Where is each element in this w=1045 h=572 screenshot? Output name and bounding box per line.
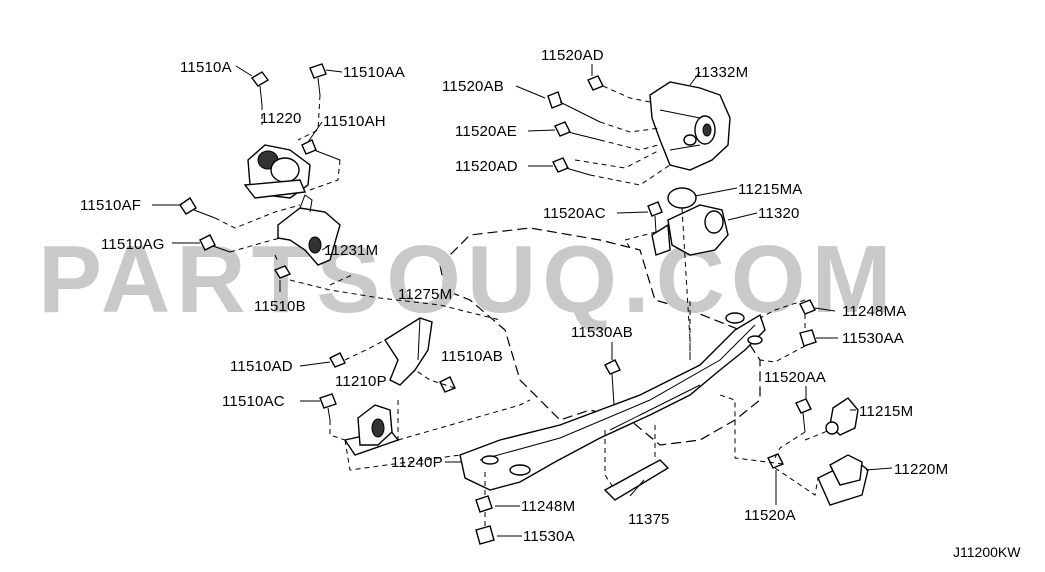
label-11520AD-mid: 11520AD [455,158,518,175]
rear-mount-bracket-11332M [649,81,731,171]
bolt-11510AD [329,352,346,368]
engine-mount-11220M [817,454,869,506]
label-11530A: 11530A [523,528,575,545]
bracket-11275M [384,317,433,386]
bolt-11520AB [547,91,601,123]
label-11520AA: 11520AA [764,369,826,386]
nut-11510B [273,265,292,279]
bolt-11530AB [604,359,621,406]
label-11375: 11375 [628,511,670,528]
rod-11375 [603,459,670,501]
bolt-11530A [475,525,495,545]
label-11240P: 11240P [391,454,443,471]
bolt-11510AA [309,63,327,96]
label-11510AC: 11510AC [222,393,285,410]
label-11332M: 11332M [694,64,748,81]
engine-mount-11320 [651,204,729,256]
label-11510AF: 11510AF [80,197,141,214]
label-11210P: 11210P [335,373,387,390]
washer-11215MA [667,187,697,209]
bolt-11520AA [795,398,812,433]
bolt-11510AC [319,393,337,421]
label-11510AH: 11510AH [323,113,386,130]
label-11231M: 11231M [324,242,378,259]
bolt-11510A [250,71,270,106]
bolt-11520AC [647,201,663,233]
nut-11248MA [799,299,816,315]
engine-mount-11220 [243,144,311,199]
label-11220M: 11220M [894,461,948,478]
label-11530AB: 11530AB [571,324,633,341]
label-11520AE: 11520AE [455,123,517,140]
nut-11248M [475,495,493,513]
label-11320: 11320 [758,205,800,222]
bracket-11231M [277,194,341,266]
bolt-11520AD-top [587,75,604,91]
label-11215MA: 11215MA [738,181,803,198]
bolt-11530AA [799,329,817,347]
bolt-11520AE [554,121,601,141]
bolt-11510AH [301,139,341,161]
label-11248MA: 11248MA [842,303,907,320]
label-11275M: 11275M [398,286,452,303]
label-11530AA: 11530AA [842,330,904,347]
diagram-code: J11200KW [953,544,1021,560]
label-11220: 11220 [260,110,302,127]
bolt-11520AD-mid [552,157,591,176]
label-11520AC: 11520AC [543,205,606,222]
label-11520AB: 11520AB [442,78,504,95]
label-11248M: 11248M [521,498,575,515]
label-11510AG: 11510AG [101,236,165,253]
label-11510A: 11510A [180,59,232,76]
label-11510AA: 11510AA [343,64,405,81]
label-11215M: 11215M [859,403,913,420]
bolt-11510AF [179,196,216,219]
label-11510AB: 11510AB [441,348,503,365]
label-11520AD-top: 11520AD [541,47,604,64]
label-11520A: 11520A [744,507,796,524]
crossmember-11240P [459,312,766,491]
label-11510AD: 11510AD [230,358,293,375]
bolt-11510AG [199,234,231,253]
bolt-11510AB [439,376,456,393]
leader-lines [152,64,893,537]
label-11510B: 11510B [254,298,306,315]
assembly-lines [214,85,831,528]
watermark-text: PARTSOUQ.COM [38,226,898,333]
insulator-11215M [825,397,859,436]
engine-mount-11210P [343,404,400,456]
